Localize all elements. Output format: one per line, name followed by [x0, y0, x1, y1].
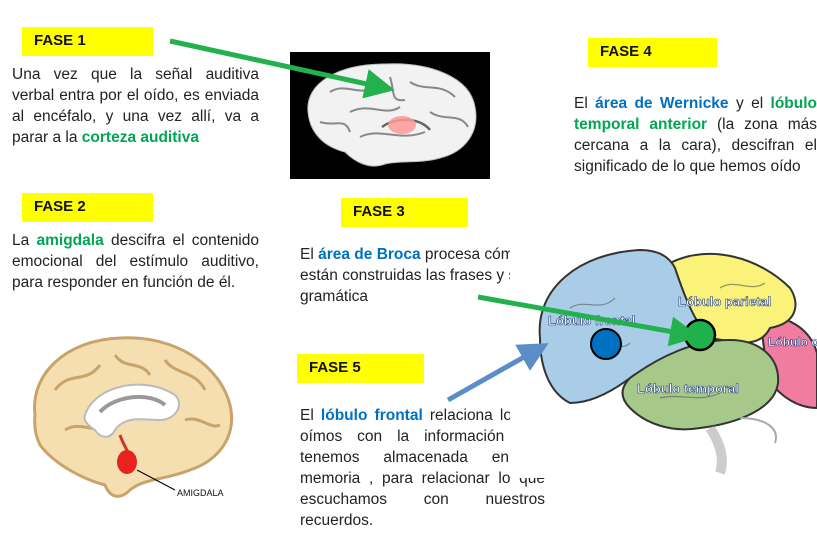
- amygdala-pointer: [136, 469, 176, 491]
- phase1-label: FASE 1: [22, 27, 153, 56]
- occipital-lobe-label: Lóbulo occipital: [768, 335, 817, 349]
- phase5-label: FASE 5: [297, 354, 424, 383]
- parietal-lobe-label: Lóbulo parietal: [678, 294, 771, 309]
- phase2-text-b: descifra el contenido emocional del estí…: [12, 232, 259, 291]
- phase4-highlight-wernicke: área de Wernicke: [595, 95, 729, 112]
- lobes-diagram: Lóbulo frontal Lóbulo parietal Lóbulo te…: [510, 228, 817, 478]
- amygdala-highlight: [117, 450, 137, 474]
- temporal-lobe-label: Lóbulo temporal: [637, 381, 739, 396]
- phase5-arrow: [446, 343, 549, 403]
- broca-area-marker: [590, 328, 622, 360]
- frontal-lobe-label: Lóbulo frontal: [548, 313, 635, 328]
- phase2-label: FASE 2: [22, 193, 153, 222]
- phase5-highlight: lóbulo frontal: [320, 407, 423, 424]
- phase5-text-b: relaciona lo que oímos con la informació…: [300, 407, 545, 529]
- phase2-text: La amigdala descifra el contenido emocio…: [12, 230, 259, 293]
- phase5-text-a: El: [300, 407, 321, 424]
- phase1-text-body: Una vez que la señal auditiva verbal ent…: [12, 66, 259, 146]
- phase3-text: El área de Broca procesa cómo están cons…: [300, 244, 560, 307]
- amygdala-label: AMIGDALA: [177, 488, 224, 498]
- phase4-text-a: El: [574, 95, 596, 112]
- phase1-arrow: [169, 38, 395, 99]
- phase4-label: FASE 4: [588, 38, 717, 67]
- phase3-text-b: procesa cómo están construidas las frase…: [300, 246, 525, 305]
- phase2-highlight: amigdala: [36, 232, 104, 249]
- auditory-cortex-highlight: [388, 116, 416, 134]
- phase3-arrow: [477, 294, 700, 347]
- phase2-text-a: La: [12, 232, 37, 249]
- phase1-text: Una vez que la señal auditiva verbal ent…: [12, 64, 259, 148]
- phase5-text: El lóbulo frontal relaciona lo que oímos…: [300, 405, 545, 531]
- phase4-text: El área de Wernicke y el lóbulo temporal…: [574, 93, 817, 177]
- phase4-text-c: (la zona más cercana a la cara), descifr…: [574, 116, 817, 175]
- phase4-highlight-temporal: lóbulo temporal anterior: [574, 95, 817, 133]
- phase3-text-a: El: [300, 246, 319, 263]
- phase1-highlight: corteza auditiva: [81, 129, 199, 146]
- phase3-label: FASE 3: [341, 198, 468, 227]
- phase4-text-b: y el: [728, 95, 771, 112]
- amygdala-diagram: AMIGDALA: [33, 336, 233, 498]
- phase3-highlight: área de Broca: [318, 246, 421, 263]
